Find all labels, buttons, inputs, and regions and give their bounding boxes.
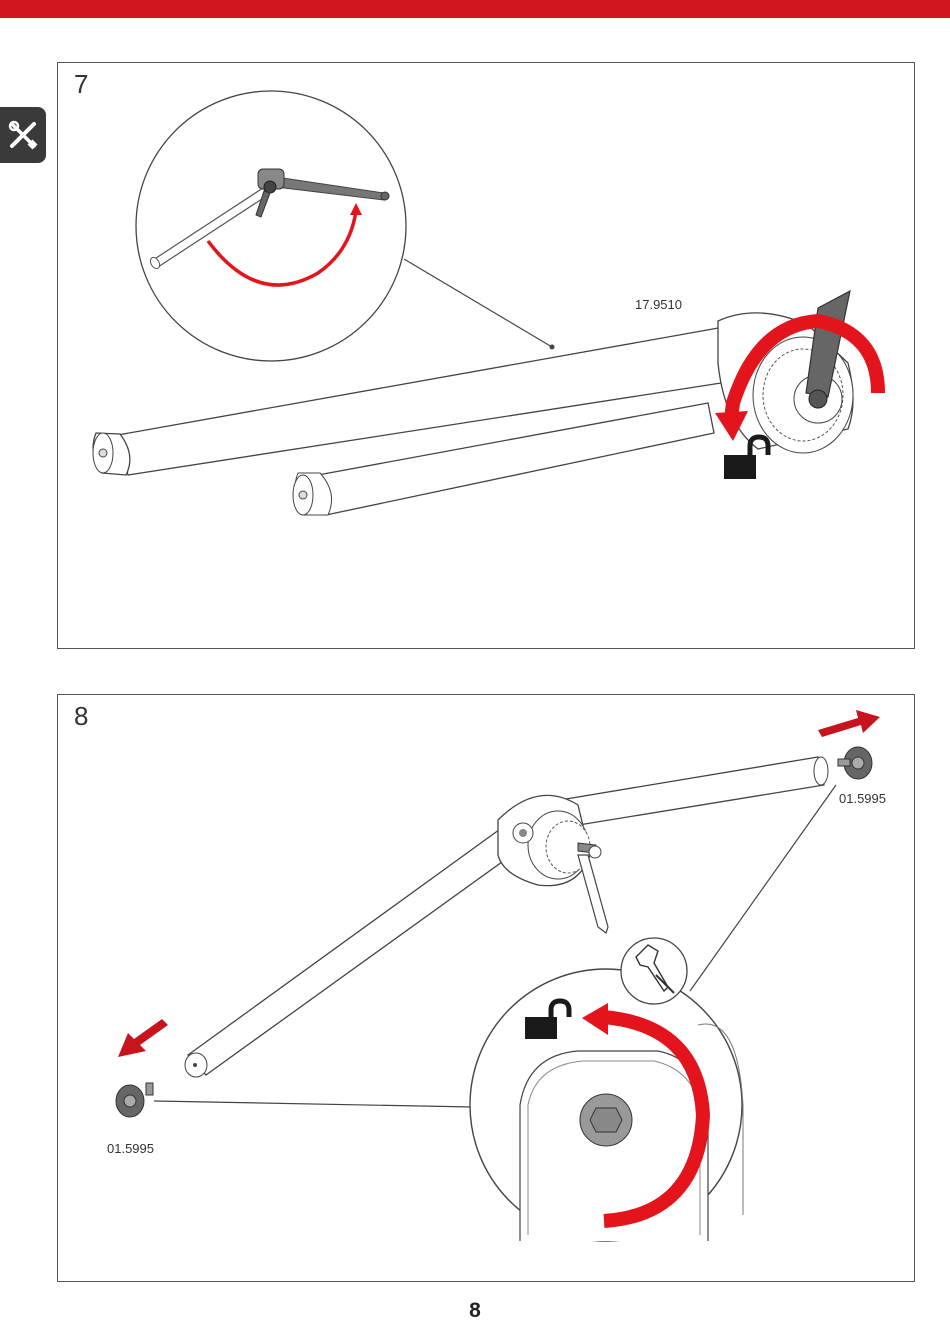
step-7-panel: 7 17.9510 [57,62,915,649]
top-brand-bar [0,0,950,18]
page-number: 8 [0,1299,950,1323]
remove-arrow-right [818,710,880,737]
step-8-illustration [58,695,916,1283]
hex-key-icon [621,938,687,1004]
leader-line [404,259,552,347]
tools-tab [0,107,46,163]
detail-zoom-circle [136,91,406,361]
step-7-illustration [58,63,916,650]
step-8-panel: 8 01.5995 01.5995 [57,694,915,1282]
end-cap-screw-right [838,747,872,779]
diagonal-tube [185,827,520,1077]
clamp-lever [578,855,608,933]
long-tube [548,757,828,829]
end-cap-screw-left [116,1083,153,1117]
remove-arrow-left [118,1019,168,1057]
tools-icon [7,119,39,151]
long-tube [93,327,734,475]
